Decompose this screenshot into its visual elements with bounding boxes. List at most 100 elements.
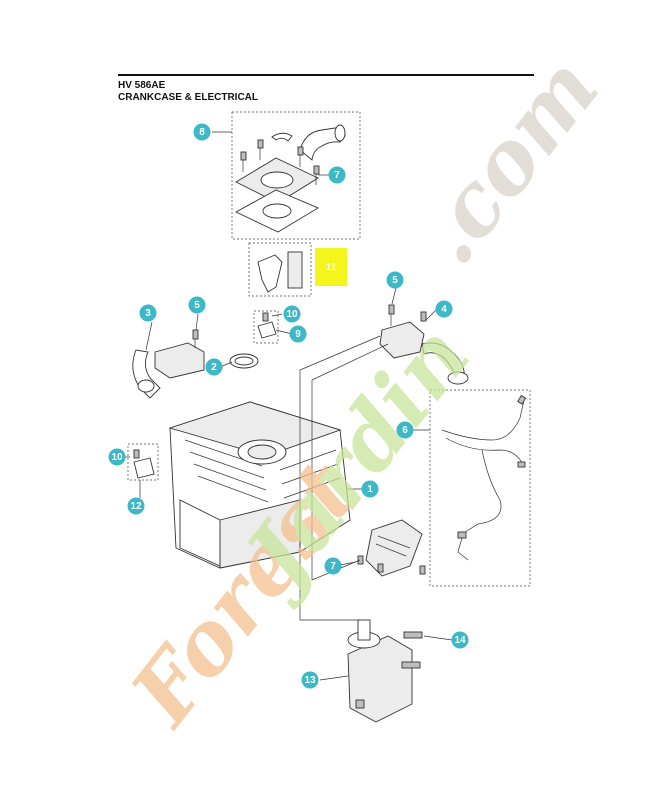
callout-circle bbox=[322, 258, 340, 276]
cylinder-bore-inner bbox=[247, 444, 277, 460]
callout-12: 12 bbox=[127, 497, 145, 515]
callout-2: 2 bbox=[205, 358, 223, 376]
pad-part bbox=[287, 251, 303, 289]
group-6-dashed-frame bbox=[429, 389, 531, 587]
callout-circle bbox=[324, 557, 342, 575]
callout-circle bbox=[328, 166, 346, 184]
harness-wire-1 bbox=[441, 399, 525, 441]
callout-number: 11 bbox=[326, 262, 337, 273]
group-3-tube bbox=[132, 329, 259, 399]
locator-line-starter bbox=[299, 335, 381, 621]
group-4-fuel-valve bbox=[379, 304, 469, 385]
callout-number: 8 bbox=[199, 127, 205, 138]
group-9-dashed-frame bbox=[253, 310, 279, 344]
callout-4: 4 bbox=[435, 300, 453, 318]
callout-10b: 10 bbox=[108, 448, 126, 466]
callout-circle bbox=[435, 300, 453, 318]
group-6-electrical bbox=[357, 389, 531, 587]
hose-clip bbox=[271, 132, 293, 142]
callout-number: 7 bbox=[330, 561, 336, 572]
elbow-tube-end bbox=[334, 124, 346, 142]
screw-5-left bbox=[192, 329, 199, 340]
valve-block bbox=[379, 321, 425, 359]
title-block: HV 586AE CRANKCASE & ELECTRICAL bbox=[118, 80, 258, 104]
bracket-part bbox=[257, 254, 283, 293]
callout-layer: 8 7 11 5 4 3 5 10 9 2 6 10 1 12 7 14 13 bbox=[108, 123, 469, 689]
starter-bolt-14 bbox=[403, 631, 423, 639]
callout-number: 5 bbox=[194, 300, 200, 311]
callout-14: 14 bbox=[451, 631, 469, 649]
group-9-bracket bbox=[253, 310, 279, 344]
callout-circle bbox=[386, 271, 404, 289]
callout-8: 8 bbox=[193, 123, 211, 141]
starter-motor bbox=[347, 619, 423, 723]
breather-housing bbox=[154, 342, 205, 379]
watermark-com: .com bbox=[397, 39, 619, 283]
callout-number: 13 bbox=[304, 675, 316, 686]
callout-circle bbox=[283, 305, 301, 323]
callout-number: 2 bbox=[211, 362, 217, 373]
voltage-regulator bbox=[365, 519, 423, 577]
callout-number: 9 bbox=[295, 329, 301, 340]
callout-5a: 5 bbox=[386, 271, 404, 289]
callout-5b: 5 bbox=[188, 296, 206, 314]
callout-circle bbox=[108, 448, 126, 466]
callout-circle bbox=[289, 325, 307, 343]
starter-pinion bbox=[357, 619, 371, 641]
callout-circle bbox=[193, 123, 211, 141]
starter-bolt-13 bbox=[401, 661, 421, 669]
section-title: CRANKCASE & ELECTRICAL bbox=[118, 92, 258, 103]
tube-end bbox=[137, 379, 155, 393]
adapter-plate-hole bbox=[260, 171, 294, 189]
callout-13: 13 bbox=[301, 671, 319, 689]
callout-number: 1 bbox=[367, 484, 373, 495]
gasket-hole bbox=[262, 203, 292, 219]
oil-seal-inner bbox=[234, 356, 254, 366]
callout-circle bbox=[127, 497, 145, 515]
group-12-dashed-frame bbox=[127, 443, 159, 481]
ground-wire bbox=[457, 537, 469, 561]
screw-right-2 bbox=[420, 311, 427, 322]
callout-number: 12 bbox=[130, 501, 142, 512]
callout-circle bbox=[301, 671, 319, 689]
fuel-hose-end bbox=[447, 371, 469, 385]
callout-circle bbox=[396, 421, 414, 439]
cooling-fins bbox=[184, 439, 341, 503]
screw-set-top bbox=[240, 139, 320, 185]
harness-wire-3 bbox=[461, 449, 502, 535]
callout-3: 3 bbox=[139, 304, 157, 322]
callout-circle bbox=[139, 304, 157, 322]
callout-6: 6 bbox=[396, 421, 414, 439]
callout-1: 1 bbox=[361, 480, 379, 498]
callout-7b: 7 bbox=[324, 557, 342, 575]
callout-7a: 7 bbox=[328, 166, 346, 184]
screw-5-right bbox=[388, 304, 395, 315]
callout-number: 5 bbox=[392, 275, 398, 286]
crankcase-block bbox=[168, 401, 351, 569]
callout-circle bbox=[451, 631, 469, 649]
header-rule bbox=[118, 74, 534, 76]
group-8-dashed-frame bbox=[231, 111, 361, 240]
crankcase-top bbox=[168, 401, 342, 457]
callout-10a: 10 bbox=[283, 305, 301, 323]
model-title: HV 586AE bbox=[118, 80, 166, 91]
callout-number: 3 bbox=[145, 308, 151, 319]
starter-body bbox=[347, 635, 413, 723]
callout-number: 10 bbox=[111, 452, 123, 463]
group-11-dashed-frame bbox=[248, 242, 312, 297]
callout-circle bbox=[188, 296, 206, 314]
callout-9: 9 bbox=[289, 325, 307, 343]
callout-11: 11 bbox=[322, 258, 340, 276]
callout-number: 10 bbox=[286, 309, 298, 320]
group-12-bracket bbox=[127, 443, 159, 481]
bracket-clip bbox=[257, 321, 277, 339]
callout-number: 7 bbox=[334, 170, 340, 181]
callout-circle bbox=[205, 358, 223, 376]
callout-number: 14 bbox=[454, 635, 466, 646]
harness-wire-2 bbox=[445, 437, 525, 467]
bracket-12 bbox=[133, 457, 155, 479]
group-8-intake-assembly bbox=[231, 111, 361, 240]
callout-number: 6 bbox=[402, 425, 408, 436]
